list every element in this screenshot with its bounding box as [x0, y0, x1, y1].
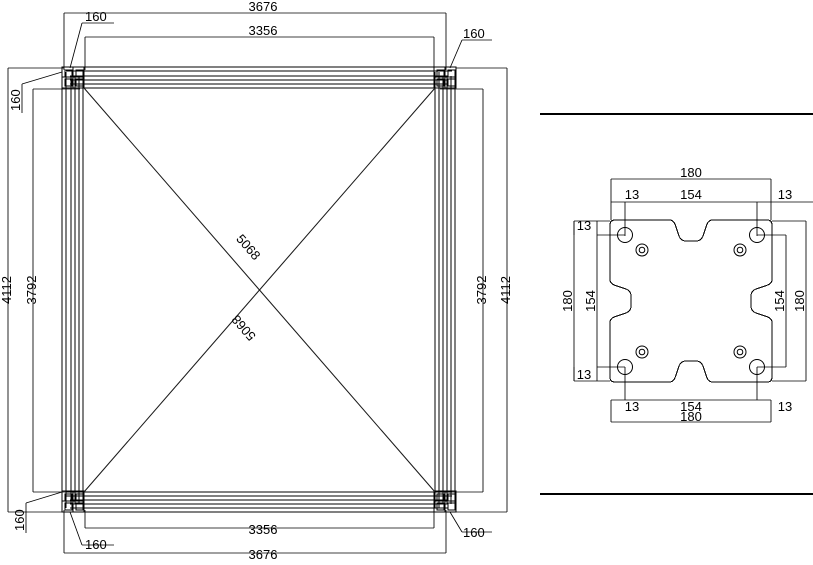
detail-dim-right-overall-text: 180 — [792, 290, 807, 312]
detail-dim-bottom-left-seg-text: 13 — [625, 399, 639, 414]
detail-dimension-right-segments — [757, 234, 787, 368]
leader-top-left-160 — [69, 22, 114, 69]
frame-top-rail — [66, 66, 452, 89]
dimension-bottom-inner — [84, 510, 435, 529]
dimension-right-inner — [440, 88, 484, 493]
dimension-bottom-outer — [63, 510, 447, 554]
dim-top-outer-text: 3676 — [249, 0, 278, 14]
dim-top-inner-text: 3356 — [249, 23, 278, 38]
detail-dim-left-mid-seg-text: 154 — [583, 290, 598, 312]
counterbore-hole-bottom-right — [733, 345, 747, 359]
leader-left-top-160 — [21, 71, 63, 113]
detail-dimension-left-overall — [573, 220, 610, 382]
detail-dim-left-bottom-seg-text: 13 — [577, 367, 591, 382]
dimension-right-outer — [456, 67, 508, 513]
dim-diagonal-lower-text: 5068 — [228, 312, 258, 344]
dimension-top-inner — [84, 36, 435, 70]
frame-right-rail — [434, 72, 456, 508]
detail-dimension-left-segments — [596, 221, 625, 381]
detail-dim-left-overall-text: 180 — [560, 290, 575, 312]
detail-dim-left-top-seg-text: 13 — [577, 218, 591, 233]
corner-connector-bottom-left — [61, 490, 85, 513]
detail-dimension-bottom-segments — [611, 367, 771, 401]
detail-dim-top-left-seg-text: 13 — [625, 187, 639, 202]
plate-outline — [609, 219, 773, 383]
detail-dim-right-mid-seg-text: 154 — [772, 290, 787, 312]
dim-left-outer-text: 4112 — [0, 276, 14, 304]
corner-connector-top-left — [61, 66, 85, 89]
leader-top-right-160 — [449, 39, 492, 69]
detail-plate-view: 180 13 154 13 13 154 13 180 180 154 13 1… — [560, 165, 813, 424]
dim-offset-bottom-right-text: 160 — [463, 525, 485, 540]
corner-connector-top-right — [433, 66, 457, 89]
dim-offset-top-left-text: 160 — [85, 9, 107, 24]
dimension-left-outer — [7, 67, 64, 513]
detail-dim-top-overall-text: 180 — [680, 165, 702, 180]
detail-dim-bottom-mid-seg-text: 154 — [680, 399, 702, 414]
dim-offset-left-bottom-text: 160 — [12, 509, 27, 531]
detail-dim-top-mid-seg-text: 154 — [680, 187, 702, 202]
detail-dim-bottom-overall-text: 180 — [680, 409, 702, 424]
counterbore-hole-top-left — [635, 243, 649, 257]
corner-connector-bottom-right — [433, 490, 457, 513]
dim-left-inner-text: 3792 — [24, 276, 39, 305]
dim-right-inner-text: 3792 — [474, 276, 489, 305]
detail-dimension-top-segments — [611, 201, 813, 236]
detail-dim-bottom-right-seg-text: 13 — [778, 399, 792, 414]
counterbore-hole-bottom-left — [635, 345, 649, 359]
dim-bottom-inner-text: 3356 — [249, 522, 278, 537]
dim-offset-bottom-left-text: 160 — [85, 537, 107, 552]
dim-offset-left-top-text: 160 — [8, 89, 23, 111]
frame-bottom-rail — [66, 491, 452, 513]
detail-dimension-top-overall — [610, 178, 772, 220]
detail-dimension-bottom-overall — [610, 400, 772, 423]
detail-dim-top-right-seg-text: 13 — [778, 187, 792, 202]
dimension-top-outer — [63, 12, 447, 70]
dim-right-outer-text: 4112 — [498, 276, 513, 304]
frame-left-rail — [61, 72, 84, 508]
dim-bottom-outer-text: 3676 — [249, 547, 278, 562]
frame-diagonals — [83, 87, 436, 493]
dim-offset-top-right-text: 160 — [463, 26, 485, 41]
dimension-left-inner — [32, 88, 80, 493]
counterbore-hole-top-right — [733, 243, 747, 257]
leader-bottom-left-160 — [69, 511, 114, 546]
dim-diagonal-upper-text: 5068 — [233, 231, 263, 263]
leader-left-bottom-160 — [25, 491, 63, 533]
leader-bottom-right-160 — [449, 511, 492, 533]
detail-dimension-right-overall — [772, 220, 807, 382]
main-frame-view: 3676 3356 160 160 3356 3676 160 160 4112… — [0, 0, 513, 562]
